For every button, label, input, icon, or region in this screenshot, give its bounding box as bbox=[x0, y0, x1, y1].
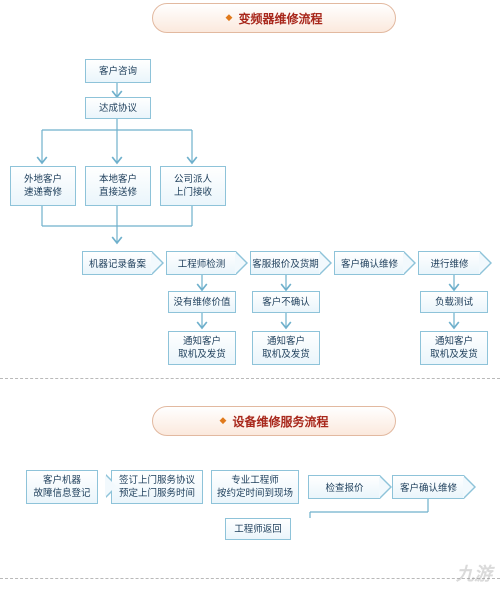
node-check-quote-label: 检查报价 bbox=[325, 483, 364, 494]
bottom-divider bbox=[0, 578, 500, 579]
node-confirm2-label: 客户确认维修 bbox=[399, 483, 457, 494]
node-onsite: 公司派人 上门接收 bbox=[160, 166, 226, 206]
node-check-quote: 检查报价 bbox=[308, 475, 392, 499]
section-divider bbox=[0, 378, 500, 379]
section1-title: ◆ 变频器维修流程 bbox=[152, 3, 396, 33]
node-inspect: 工程师检测 bbox=[166, 251, 248, 275]
node-return: 工程师返回 bbox=[225, 518, 291, 540]
node-repair: 进行维修 bbox=[418, 251, 492, 275]
node-consult: 客户咨询 bbox=[85, 59, 151, 83]
node-load-test: 负载测试 bbox=[420, 291, 488, 313]
node-quote: 客服报价及货期 bbox=[250, 251, 332, 275]
node-repair-label: 进行维修 bbox=[430, 259, 469, 270]
node-engineer-onsite: 专业工程师 按约定时间到现场 bbox=[211, 470, 299, 504]
node-local: 本地客户 直接送修 bbox=[85, 166, 151, 206]
node-remote: 外地客户 速递寄修 bbox=[10, 166, 76, 206]
watermark-logo: 九游 bbox=[456, 564, 492, 585]
arrow-1 bbox=[100, 474, 118, 499]
node-confirm: 客户确认维修 bbox=[334, 251, 416, 275]
node-confirm-label: 客户确认维修 bbox=[340, 259, 398, 270]
node-quote-label: 客服报价及货期 bbox=[252, 259, 319, 270]
node-confirm2: 客户确认维修 bbox=[392, 475, 476, 499]
section1-title-text: 变频器维修流程 bbox=[238, 11, 323, 26]
bullet-icon: ◆ bbox=[225, 13, 233, 23]
node-not-confirm: 客户不确认 bbox=[252, 291, 320, 313]
node-notify-1: 通知客户 取机及发货 bbox=[168, 331, 236, 365]
node-notify-2: 通知客户 取机及发货 bbox=[252, 331, 320, 365]
node-no-value: 没有维修价值 bbox=[168, 291, 236, 313]
node-record-label: 机器记录备案 bbox=[88, 259, 146, 270]
bullet-icon: ◆ bbox=[219, 416, 227, 426]
node-register: 客户机器 故障信息登记 bbox=[26, 470, 98, 504]
node-record: 机器记录备案 bbox=[82, 251, 164, 275]
node-inspect-label: 工程师检测 bbox=[177, 259, 226, 270]
node-sign: 签订上门服务协议 预定上门服务时间 bbox=[111, 470, 203, 504]
section2-title: ◆ 设备维修服务流程 bbox=[152, 406, 396, 436]
node-agreement: 达成协议 bbox=[85, 97, 151, 119]
node-notify-3: 通知客户 取机及发货 bbox=[420, 331, 488, 365]
section2-title-text: 设备维修服务流程 bbox=[232, 414, 329, 429]
